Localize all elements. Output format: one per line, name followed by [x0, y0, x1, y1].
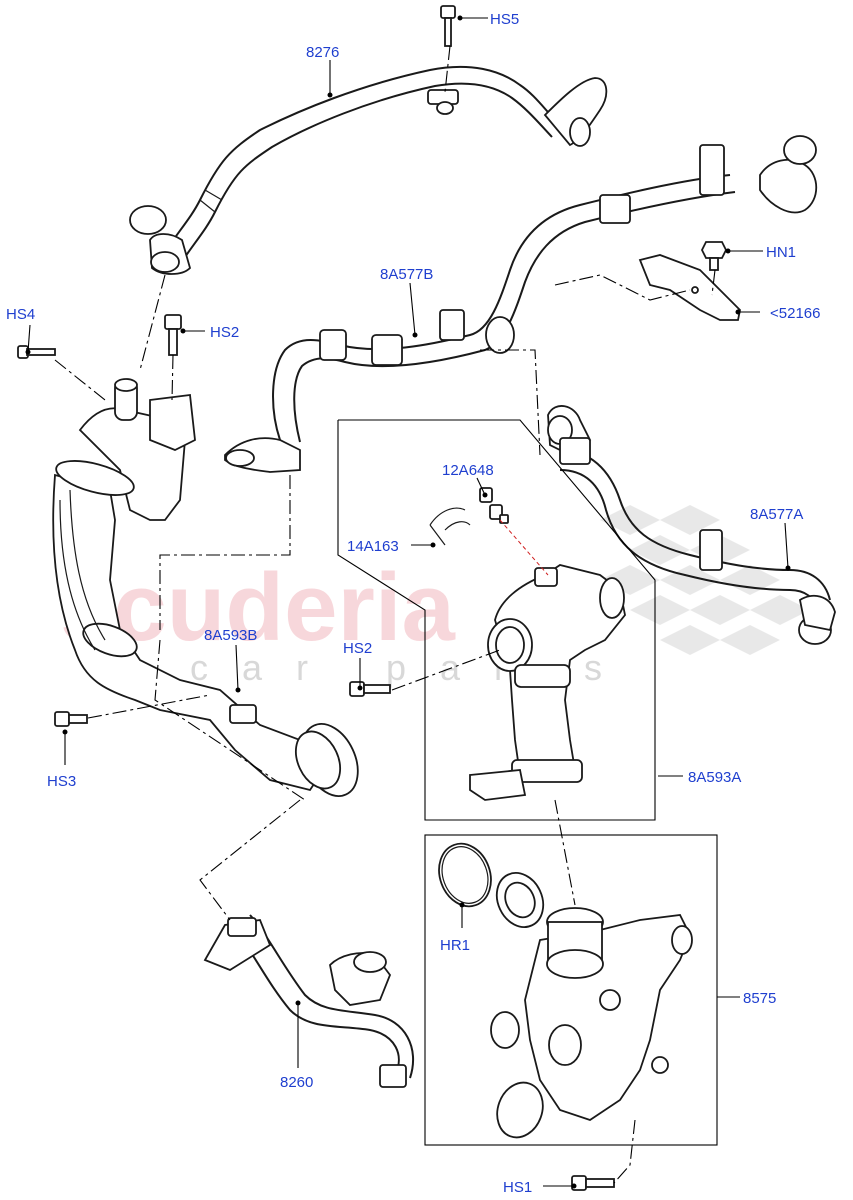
label-8a593b: 8A593B: [204, 627, 257, 644]
label-hr1: HR1: [440, 937, 470, 954]
sensor-12a648[interactable]: [479, 487, 509, 524]
bolt-hs2-top[interactable]: [164, 314, 182, 356]
assembly-lines: [54, 45, 716, 1184]
label-hs3: HS3: [47, 773, 76, 790]
label-hs2-top: HS2: [210, 324, 239, 341]
callout-labels: HS5 8276 HN1 <52166 8A577B HS4 HS2 12A64…: [6, 11, 820, 1196]
group-box-8575: [424, 834, 718, 1146]
nut-hn1[interactable]: [700, 241, 728, 271]
label-8a593a: 8A593A: [688, 769, 741, 786]
label-hs4: HS4: [6, 306, 35, 323]
group-box-8a593a: [337, 419, 656, 821]
label-14a163: 14A163: [347, 538, 399, 555]
label-8575: 8575: [743, 990, 776, 1007]
bracket-52166[interactable]: [638, 254, 741, 321]
clip-14a163[interactable]: [429, 507, 471, 546]
label-hs5: HS5: [490, 11, 519, 28]
thermostat-housing-8575[interactable]: [488, 865, 693, 1144]
label-8260: 8260: [280, 1074, 313, 1091]
pipe-8a593b[interactable]: [52, 378, 369, 805]
label-12a648: 12A648: [442, 462, 494, 479]
pipe-8a593a[interactable]: [469, 564, 626, 801]
bolt-hs1[interactable]: [571, 1175, 615, 1191]
hose-8276[interactable]: [129, 65, 608, 275]
label-hs2-mid: HS2: [343, 640, 372, 657]
label-8a577a: 8A577A: [750, 506, 803, 523]
label-hs1: HS1: [503, 1179, 532, 1196]
o-ring-hr1[interactable]: [431, 836, 500, 913]
leader-lines: [25, 15, 791, 1189]
bolt-hs3[interactable]: [54, 711, 88, 727]
hose-8260[interactable]: [203, 914, 415, 1088]
bolt-hs5[interactable]: [440, 5, 456, 47]
hose-8a577b[interactable]: [224, 135, 818, 473]
hose-8a577a[interactable]: [547, 405, 836, 645]
label-52166: <52166: [770, 305, 820, 322]
bolt-hs4[interactable]: [17, 345, 56, 359]
label-8a577b: 8A577B: [380, 266, 433, 283]
label-8276: 8276: [306, 44, 339, 61]
label-hn1: HN1: [766, 244, 796, 261]
